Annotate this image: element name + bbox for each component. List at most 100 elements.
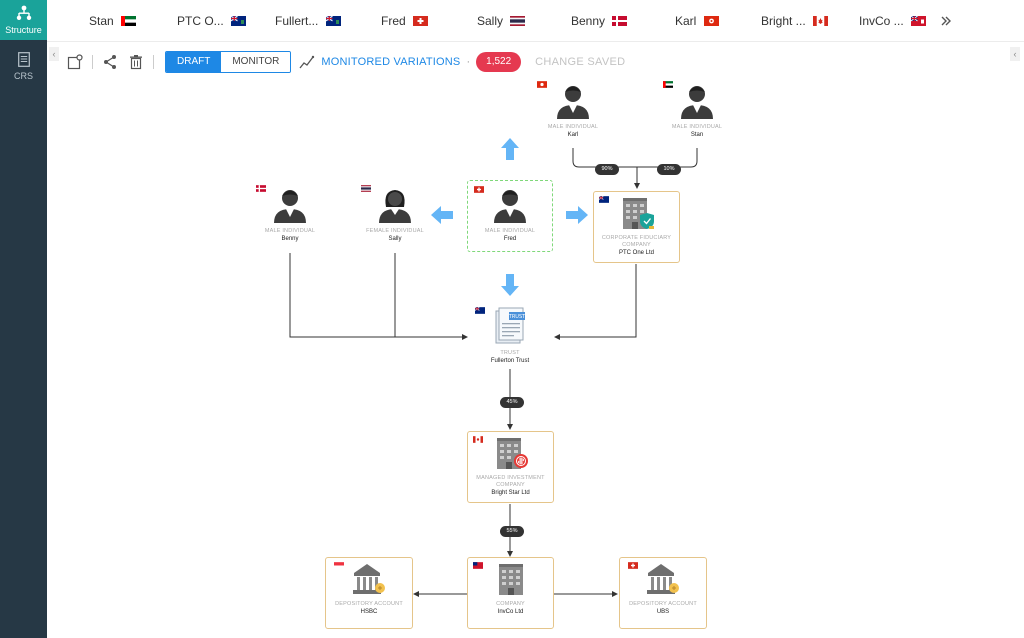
tab-karl[interactable]: Karl: [675, 0, 719, 42]
denmark-flag-icon: [612, 15, 628, 26]
bank-icon: [353, 564, 385, 594]
tab-label: InvCo ...: [859, 14, 904, 28]
male-person-icon: [681, 86, 713, 119]
building-icon: [498, 564, 523, 595]
tab-sally[interactable]: Sally: [477, 0, 526, 42]
document-icon: [17, 52, 30, 67]
singapore-flag-icon: [334, 562, 344, 569]
switzerland-flag-icon: [628, 562, 638, 569]
node-sally[interactable]: FEMALE INDIVIDUAL Sally: [355, 183, 435, 244]
tab-label: Sally: [477, 14, 504, 28]
node-type: MALE INDIVIDUAL: [547, 124, 599, 130]
node-benny[interactable]: MALE INDIVIDUAL Benny: [250, 183, 330, 244]
uae-flag-icon: [663, 81, 673, 88]
node-name: Sally: [388, 236, 402, 242]
switzerland-flag-icon: [413, 15, 429, 26]
trust-icon-label: TRUST: [508, 314, 526, 320]
node-type: TRUST: [500, 350, 520, 356]
save-status: CHANGE SAVED: [535, 56, 626, 68]
female-person-icon: [379, 190, 411, 223]
bvi-flag-icon: [599, 196, 609, 203]
building-shield-icon: [622, 198, 654, 229]
node-fred[interactable]: MALE INDIVIDUAL Fred: [470, 183, 550, 244]
tab-invco[interactable]: InvCo ...: [859, 0, 927, 42]
bvi-flag-icon: [231, 15, 247, 26]
draft-button[interactable]: DRAFT: [166, 52, 222, 72]
node-type: MALE INDIVIDUAL: [484, 228, 536, 234]
sidebar-item-label: Structure: [5, 25, 42, 35]
bvi-flag-icon: [325, 15, 341, 26]
edge-stan-ptc: [637, 148, 698, 168]
node-karl[interactable]: MALE INDIVIDUAL Karl: [533, 79, 613, 140]
sidebar-item-label: CRS: [13, 71, 33, 81]
sidebar-item-crs[interactable]: CRS: [0, 48, 47, 84]
node-ubs[interactable]: DEPOSITORY ACCOUNT UBS: [622, 560, 704, 617]
node-type: MALE INDIVIDUAL: [264, 228, 316, 234]
thailand-flag-icon: [361, 185, 371, 192]
bermuda-flag-icon: [473, 562, 483, 569]
node-name: PTC One Ltd: [618, 250, 654, 256]
building-money-icon: [496, 438, 528, 469]
node-name: UBS: [656, 609, 670, 615]
collapse-right-button[interactable]: ‹: [1010, 47, 1020, 61]
node-ptc-one[interactable]: CORPORATE FIDUCIARY COMPANY PTC One Ltd: [596, 194, 677, 258]
node-stan[interactable]: MALE INDIVIDUAL Stan: [657, 79, 737, 140]
tab-ptc-one[interactable]: PTC O...: [177, 0, 247, 42]
ownership-badge: 55%: [500, 526, 524, 537]
node-name: Bright Star Ltd: [491, 490, 530, 496]
share-icon[interactable]: [102, 54, 118, 70]
monitored-variations-link[interactable]: MONITORED VARIATIONS: [321, 56, 461, 68]
node-name: Benny: [281, 236, 299, 242]
tab-stan[interactable]: Stan: [89, 0, 137, 42]
mode-toggle: DRAFT MONITOR: [165, 51, 292, 73]
tab-label: Fullert...: [275, 14, 319, 28]
edge-benny-trust: [289, 253, 468, 340]
edge-karl-ptc: [572, 148, 640, 189]
node-hsbc[interactable]: DEPOSITORY ACCOUNT HSBC: [328, 560, 410, 617]
monitor-button[interactable]: MONITOR: [221, 52, 291, 72]
hongkong-flag-icon: [537, 81, 547, 88]
ownership-badge: 90%: [595, 164, 619, 175]
node-invco[interactable]: COMPANY InvCo Ltd: [470, 560, 551, 617]
canada-flag-icon: [473, 436, 483, 443]
collapse-left-button[interactable]: ‹: [49, 47, 59, 61]
tabs-more-button[interactable]: [940, 0, 952, 42]
structure-canvas[interactable]: ‹ ‹ DRAFT MONITOR: [47, 43, 1024, 638]
tab-benny[interactable]: Benny: [571, 0, 628, 42]
expand-down-arrow: [501, 274, 519, 296]
node-type: DEPOSITORY ACCOUNT: [629, 601, 697, 607]
tab-label: Fred: [381, 14, 406, 28]
ownership-badge: 45%: [500, 397, 524, 408]
double-chevron-right-icon: [941, 16, 951, 26]
edge-ptc-trust: [554, 264, 637, 340]
node-type: COMPANY: [496, 601, 525, 607]
node-type: MANAGED INVESTMENT COMPANY: [476, 475, 545, 488]
bermuda-flag-icon: [911, 15, 927, 26]
switzerland-flag-icon: [474, 186, 484, 193]
tab-fullerton[interactable]: Fullert...: [275, 0, 341, 42]
toolbar-divider: [153, 55, 154, 69]
node-type: CORPORATE FIDUCIARY COMPANY: [601, 235, 672, 248]
add-node-icon[interactable]: [67, 54, 83, 70]
uae-flag-icon: [121, 15, 137, 26]
node-type: DEPOSITORY ACCOUNT: [335, 601, 403, 607]
expand-up-arrow: [501, 138, 519, 160]
ownership-badge: 10%: [657, 164, 681, 175]
expand-left-arrow: [431, 206, 453, 224]
thailand-flag-icon: [510, 15, 526, 26]
trash-icon[interactable]: [128, 54, 144, 70]
variations-count-badge[interactable]: 1,522: [476, 52, 522, 72]
node-bright-star[interactable]: MANAGED INVESTMENT COMPANY Bright Star L…: [470, 434, 551, 498]
sidebar-item-structure[interactable]: Structure: [0, 0, 47, 40]
tab-bright-star[interactable]: Bright ...: [761, 0, 829, 42]
node-name: InvCo Ltd: [497, 609, 524, 615]
tab-fred[interactable]: Fred: [381, 0, 429, 42]
toolbar-separator-dot: ·: [466, 56, 471, 68]
tab-label: Stan: [89, 14, 114, 28]
toolbar-divider: [92, 55, 93, 69]
tab-label: Karl: [675, 14, 697, 28]
node-name: HSBC: [360, 609, 378, 615]
bvi-flag-icon: [475, 307, 485, 314]
expand-right-arrow: [566, 206, 588, 224]
node-fullerton-trust[interactable]: TRUST TRUST Fullerton Trust: [469, 305, 551, 366]
